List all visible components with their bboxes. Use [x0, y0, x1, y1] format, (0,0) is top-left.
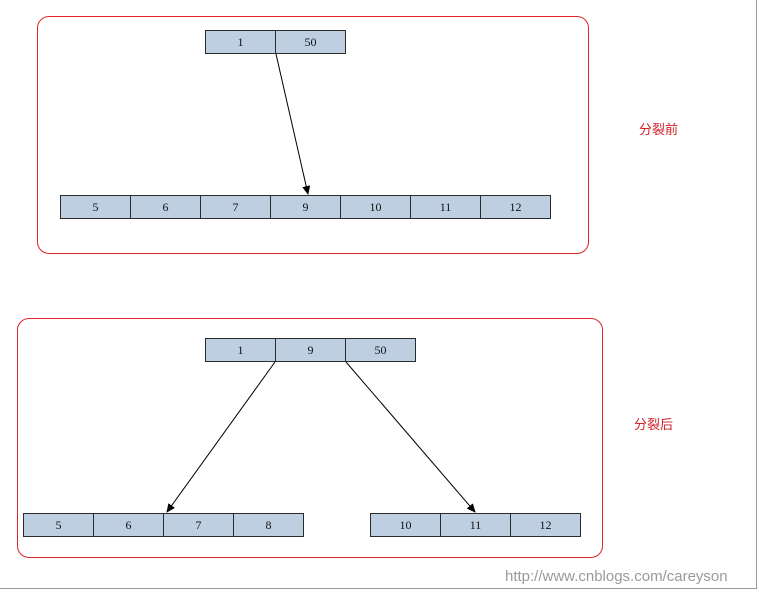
after-left-child-key: 8 — [233, 513, 304, 537]
frame-edge-bottom — [0, 588, 757, 589]
before-child-key: 11 — [410, 195, 481, 219]
before-split-label: 分裂前 — [639, 123, 679, 138]
after-root-key: 9 — [275, 338, 346, 362]
before-child-node: 5 6 7 9 10 11 12 — [60, 195, 551, 219]
after-left-child-key: 7 — [163, 513, 234, 537]
frame-edge-right — [756, 0, 757, 588]
before-child-key: 5 — [60, 195, 131, 219]
after-root-node: 1 9 50 — [205, 338, 416, 362]
after-right-child-node: 10 11 12 — [370, 513, 581, 537]
before-child-key: 6 — [130, 195, 201, 219]
after-root-key: 50 — [345, 338, 416, 362]
before-root-key: 1 — [205, 30, 276, 54]
before-root-node: 1 50 — [205, 30, 346, 54]
after-split-label: 分裂后 — [634, 418, 674, 433]
after-left-child-key: 6 — [93, 513, 164, 537]
after-right-child-key: 10 — [370, 513, 441, 537]
before-child-key: 10 — [340, 195, 411, 219]
before-child-key: 12 — [480, 195, 551, 219]
before-child-key: 7 — [200, 195, 271, 219]
before-child-key: 9 — [270, 195, 341, 219]
before-split-panel — [37, 16, 589, 254]
before-root-key: 50 — [275, 30, 346, 54]
after-split-panel — [17, 318, 603, 558]
after-right-child-key: 11 — [440, 513, 511, 537]
after-left-child-node: 5 6 7 8 — [23, 513, 304, 537]
watermark-url: http://www.cnblogs.com/careyson — [505, 568, 728, 585]
after-left-child-key: 5 — [23, 513, 94, 537]
after-right-child-key: 12 — [510, 513, 581, 537]
after-root-key: 1 — [205, 338, 276, 362]
